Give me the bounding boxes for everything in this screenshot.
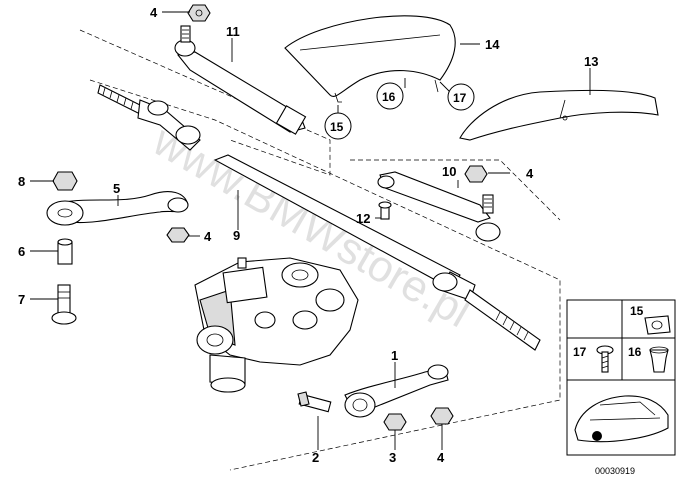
callout-5: 5 [113,181,120,196]
hardware-inset: 15 17 16 [566,299,676,456]
callout-leaders [30,11,591,450]
tie-rod-right [377,171,501,242]
nut-3 [383,413,407,431]
callout-9: 9 [233,228,240,243]
guard-plate [284,15,456,103]
inset-label-16: 16 [628,345,642,359]
idler-arm [46,191,189,226]
bolt-12 [378,201,392,220]
callout-4-left: 4 [204,229,212,244]
tie-rod-upper [174,25,307,135]
callout-circle-16 [376,82,404,110]
screw-17 [596,345,614,373]
callout-6: 6 [18,244,25,259]
callout-4-bottom: 4 [437,450,445,465]
callout-4-right: 4 [526,166,534,181]
callout-15: 15 [330,120,344,134]
nut-top [187,4,211,22]
nut-bottom [430,407,454,425]
expansion-nut-16 [649,346,669,373]
callout-17: 17 [453,91,467,105]
callout-7: 7 [18,292,25,307]
callout-circle-15 [324,112,352,140]
callout-10: 10 [442,164,456,179]
inset-label-17: 17 [573,345,587,359]
nut-right [464,165,488,183]
nut-8 [52,171,78,191]
callout-1: 1 [391,348,398,363]
callout-4-top: 4 [150,5,158,20]
callout-8: 8 [18,174,25,189]
steering-gear-box [194,257,359,393]
group-outline-left [79,29,331,176]
clip-nut-15 [644,315,671,335]
nut-left [166,227,190,243]
bolt-7 [51,284,77,325]
callout-12: 12 [356,211,370,226]
bracket-13 [459,89,659,141]
center-tie-rod [97,84,541,351]
callout-11: 11 [226,24,240,39]
inset-label-15: 15 [630,304,644,318]
group-outline-right [350,159,561,221]
callout-3: 3 [389,450,396,465]
callout-16: 16 [382,90,396,104]
callout-13: 13 [584,54,598,69]
car-location-icon [574,395,669,443]
callout-circle-17 [447,83,475,111]
diagram-code: 00030919 [595,466,635,476]
bushing [57,238,73,265]
pitman-arm [344,364,449,418]
callout-2: 2 [312,450,319,465]
bolt-2 [297,391,332,413]
callout-14: 14 [485,37,500,52]
